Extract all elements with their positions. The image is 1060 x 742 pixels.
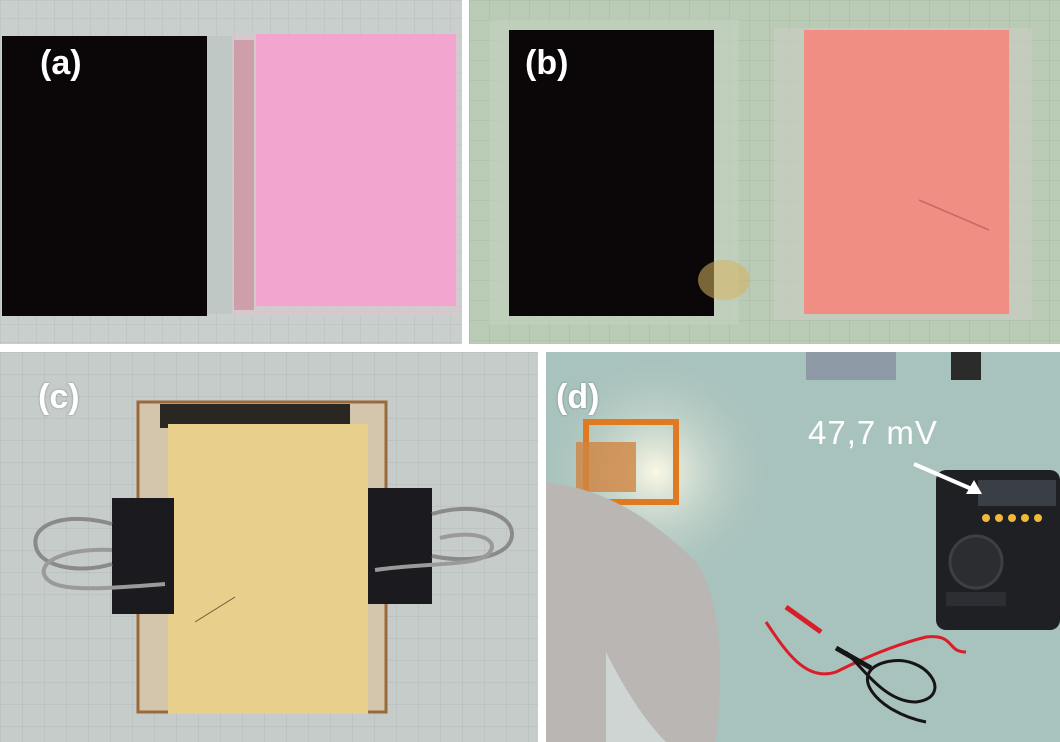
- panel-a: (a): [0, 0, 462, 344]
- panel-label-d: (d): [556, 378, 600, 416]
- black-probe-wire: [844, 650, 937, 724]
- right-binder-clip: [368, 488, 515, 604]
- black-plate: [2, 36, 207, 316]
- panel-label-a: (a): [40, 44, 82, 82]
- panel-d: (d) 47,7 mV: [546, 352, 1060, 742]
- panel-label-b: (b): [525, 44, 569, 82]
- yellow-sheet: [168, 424, 368, 714]
- panel-a-photo: [0, 0, 462, 344]
- left-binder-clip: [33, 498, 174, 614]
- panel-d-photo: [546, 352, 1060, 742]
- panel-c-photo: [0, 352, 538, 742]
- red-probe-wire: [764, 621, 967, 676]
- salmon-plate: [804, 30, 1009, 314]
- panel-c: (c): [0, 352, 538, 742]
- panel-label-c: (c): [38, 378, 80, 416]
- arrow-icon: [913, 462, 982, 494]
- voltage-reading: 47,7 mV: [808, 414, 938, 451]
- black-plate: [509, 30, 714, 316]
- panel-b-photo: [469, 0, 1060, 344]
- multimeter: [936, 470, 1060, 630]
- panel-b: (b): [469, 0, 1060, 344]
- pink-plate: [256, 34, 456, 306]
